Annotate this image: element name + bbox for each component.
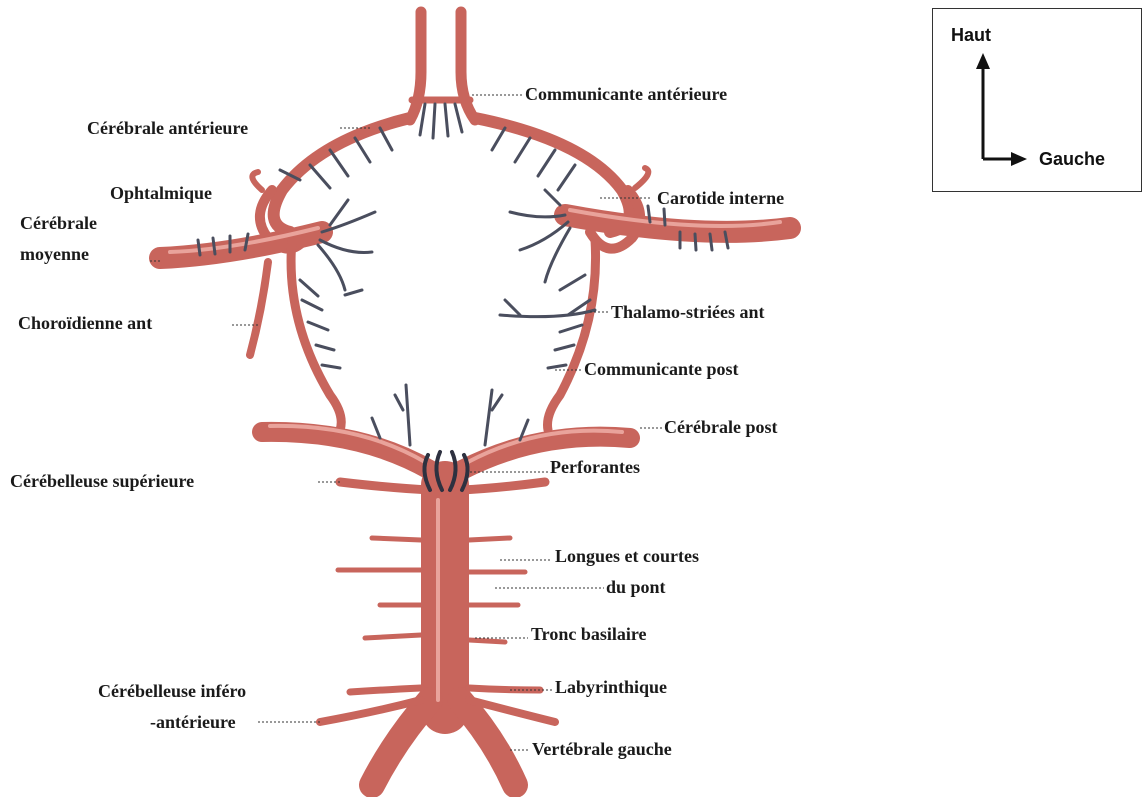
branch	[455, 104, 462, 132]
label-carotide-interne: Carotide interne	[657, 188, 784, 208]
ophthalmic-branch	[252, 172, 262, 190]
branch	[322, 365, 340, 368]
posterior-communicating-right	[548, 240, 596, 430]
labyrinthine-right	[469, 688, 540, 690]
pontine-branch	[469, 538, 510, 540]
branch	[555, 345, 574, 350]
label-communicante-anterieure: Communicante antérieure	[525, 84, 727, 104]
branch	[545, 190, 560, 205]
superior-cerebellar-right	[462, 482, 545, 490]
branch	[380, 128, 392, 150]
branch	[330, 200, 348, 225]
branch	[316, 345, 334, 350]
branch	[492, 395, 502, 410]
label-communicante-post: Communicante post	[584, 359, 739, 379]
label-moyenne: moyenne	[20, 244, 89, 264]
pontine-branch	[372, 538, 421, 540]
orientation-legend: Haut Gauche	[932, 8, 1142, 192]
branch	[515, 138, 530, 162]
branch	[558, 165, 575, 190]
label-thalamo-striees-ant: Thalamo-striées ant	[611, 302, 764, 322]
choroidal-artery-left	[250, 262, 268, 355]
pontine-branch	[469, 640, 505, 642]
anterior-cerebral-left-top	[410, 12, 421, 120]
orientation-arrows-icon	[933, 9, 1143, 193]
label-choroidienne-ant: Choroïdienne ant	[18, 313, 152, 333]
superior-cerebellar-left	[340, 482, 430, 490]
ophthalmic-branch-right	[635, 168, 648, 188]
label-labyrinthique: Labyrinthique	[555, 677, 667, 697]
branch	[492, 128, 505, 150]
label-perforantes: Perforantes	[550, 457, 640, 477]
branch	[345, 290, 362, 295]
branch	[710, 234, 712, 250]
label-leader-lines	[150, 95, 662, 750]
anterior-cerebral-right-top	[461, 12, 475, 120]
branch	[318, 245, 345, 290]
label-anterieure: -antérieure	[150, 712, 236, 732]
branch	[320, 240, 372, 253]
branch	[310, 165, 330, 188]
aica-left	[350, 688, 421, 692]
branch	[505, 300, 520, 315]
branch	[560, 325, 582, 332]
branch	[548, 365, 566, 368]
branch	[198, 240, 200, 255]
branch	[395, 395, 403, 410]
label-cerebrale: Cérébrale	[20, 213, 97, 233]
branch	[560, 275, 585, 290]
label-cerebrale-post: Cérébrale post	[664, 417, 777, 437]
branch	[322, 212, 375, 232]
label-du-pont: du pont	[606, 577, 666, 597]
label-longues-et-courtes: Longues et courtes	[555, 546, 699, 566]
label-cerebelleuse-superieure: Cérébelleuse supérieure	[10, 471, 194, 491]
branch	[406, 385, 410, 445]
branch	[355, 138, 370, 162]
branch	[213, 238, 215, 254]
branch	[445, 104, 448, 136]
branch	[308, 322, 328, 330]
pontine-branch	[365, 635, 421, 638]
posterior-communicating-left	[291, 240, 341, 430]
branch	[485, 390, 492, 445]
branch	[538, 150, 555, 176]
label-cerebrale-anterieure: Cérébrale antérieure	[87, 118, 248, 138]
branch	[330, 150, 348, 176]
label-ophtalmique: Ophtalmique	[110, 183, 212, 203]
legend-gauche-label: Gauche	[1039, 149, 1105, 170]
label-cerebelleuse-infero: Cérébelleuse inféro	[98, 681, 246, 701]
anterior-cerebral-left-arc	[274, 118, 410, 232]
label-vertebrale-gauche: Vertébrale gauche	[532, 739, 672, 759]
branch	[302, 300, 322, 310]
branch	[300, 280, 318, 296]
branch	[433, 104, 435, 138]
label-tronc-basilaire: Tronc basilaire	[531, 624, 647, 644]
branch	[664, 209, 665, 225]
branch	[695, 234, 696, 250]
artery-vessels	[160, 12, 790, 785]
branch	[648, 206, 650, 222]
branch	[372, 418, 380, 438]
